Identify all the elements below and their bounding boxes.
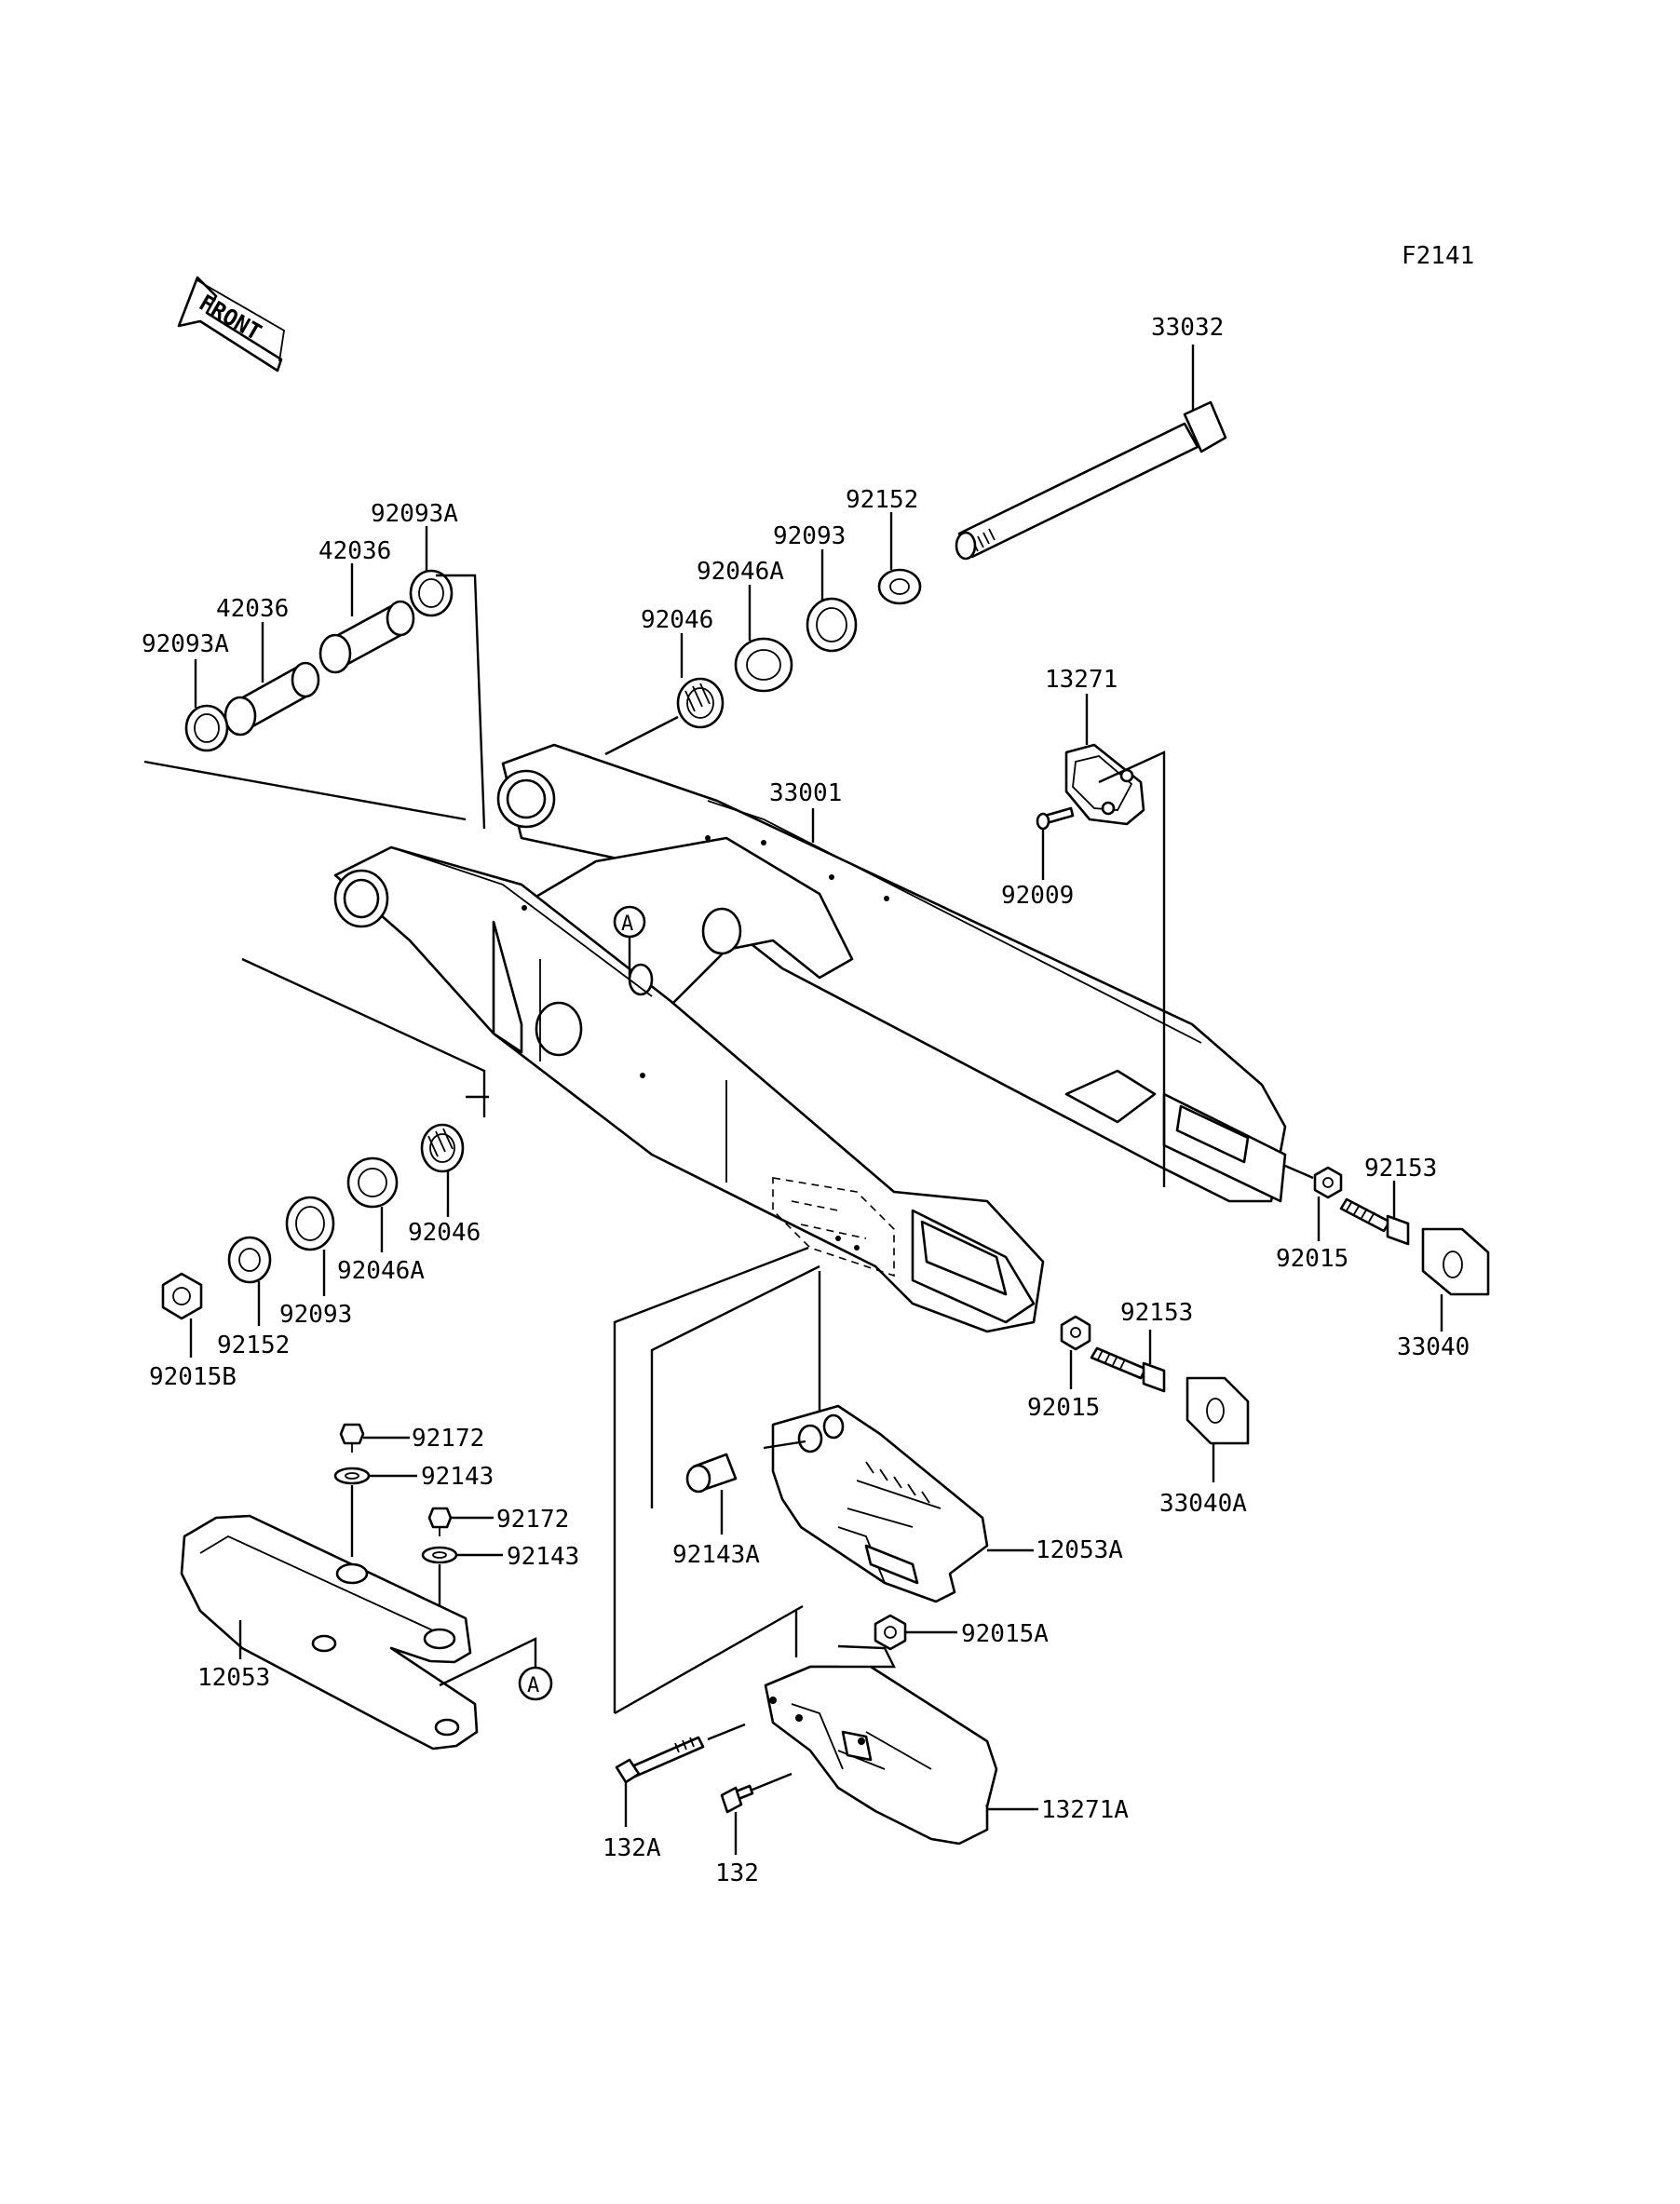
callout-33040: 33040 <box>1397 1333 1470 1361</box>
needle-bearing-92046-top <box>676 677 725 729</box>
adjuster-bolt-92153-mid <box>1090 1346 1166 1393</box>
callout-42036-b: 42036 <box>216 595 289 623</box>
callout-92015A: 92015A <box>961 1620 1049 1648</box>
nut-92015A <box>874 1614 907 1651</box>
nut-92015-right <box>1313 1166 1343 1199</box>
chain-guard-plate-13271A <box>764 1665 998 1846</box>
nut-92015B <box>161 1272 203 1320</box>
seal-92093-bot <box>285 1196 335 1251</box>
callout-92046A-bot: 92046A <box>337 1257 425 1285</box>
chain-guide-12053A <box>771 1404 989 1603</box>
callout-92046A-top: 92046A <box>697 558 784 586</box>
adjuster-block-33040 <box>1421 1227 1490 1296</box>
callout-marker-a-2: A <box>527 1674 539 1697</box>
callout-33001: 33001 <box>769 779 842 807</box>
screw-92172-b <box>427 1507 453 1536</box>
callout-92015-mid: 92015 <box>1027 1394 1100 1422</box>
adjuster-bolt-92153-right <box>1339 1197 1410 1246</box>
callout-92015B: 92015B <box>149 1363 237 1391</box>
callout-92046-top: 92046 <box>641 606 713 634</box>
callout-13271: 13271 <box>1045 666 1118 694</box>
callout-92172-a: 92172 <box>412 1425 484 1453</box>
callout-92152-top: 92152 <box>846 486 918 514</box>
callout-92009: 92009 <box>1001 882 1074 910</box>
seal-92093A-b <box>184 704 229 752</box>
callout-33032: 33032 <box>1151 314 1224 342</box>
front-arrow-icon: FRONT <box>177 276 285 372</box>
callout-92093-top: 92093 <box>773 522 846 550</box>
seal-92093A-top <box>409 569 454 617</box>
bearing-92046A-bot <box>346 1156 399 1209</box>
spacer-92152-top <box>877 568 922 605</box>
callout-132: 132 <box>715 1859 759 1887</box>
bearing-92046A-top <box>734 637 793 693</box>
chain-slider-12053 <box>180 1514 479 1751</box>
callout-marker-a: A <box>621 913 633 936</box>
washer-92143-a <box>333 1467 371 1485</box>
callout-13271A: 13271A <box>1041 1796 1129 1824</box>
pivot-shaft-33032 <box>955 400 1227 561</box>
screw-92009 <box>1036 806 1075 831</box>
screw-92172-a <box>339 1423 365 1453</box>
washer-92143-b <box>421 1546 458 1564</box>
callout-92093-bot: 92093 <box>279 1301 352 1329</box>
collar-42036-top <box>318 600 415 674</box>
callout-92093A-b: 92093A <box>142 630 229 658</box>
bolt-132 <box>720 1784 754 1814</box>
callout-92143A: 92143A <box>672 1541 760 1569</box>
collar-42036-b <box>224 661 320 737</box>
callout-92143-a: 92143 <box>421 1463 494 1491</box>
callout-132A: 132A <box>603 1834 661 1862</box>
nut-92015-mid <box>1060 1315 1091 1351</box>
seal-92093-top <box>806 597 858 653</box>
spacer-92152-bot <box>227 1236 272 1284</box>
callout-33040A: 33040A <box>1159 1490 1247 1518</box>
bolt-132A <box>615 1736 705 1784</box>
needle-bearing-92046-bot <box>420 1123 465 1173</box>
diagram-code: F2141 <box>1402 242 1474 270</box>
callout-92046-bot: 92046 <box>408 1219 481 1247</box>
callout-12053A: 12053A <box>1036 1536 1123 1564</box>
swing-arm-33001: A <box>333 743 1287 1333</box>
callout-92152-bot: 92152 <box>217 1332 290 1359</box>
callout-92153-right: 92153 <box>1364 1155 1437 1183</box>
callout-42036-top: 42036 <box>318 537 391 565</box>
callout-92093A-top: 92093A <box>371 500 458 528</box>
collar-92143A <box>685 1453 738 1494</box>
chain-case-13271 <box>1064 743 1145 826</box>
callout-92153-mid: 92153 <box>1120 1299 1193 1327</box>
adjuster-block-33040A <box>1185 1376 1250 1445</box>
callout-92172-b: 92172 <box>496 1506 569 1534</box>
callout-92015-right: 92015 <box>1276 1245 1348 1273</box>
callout-12053: 12053 <box>197 1664 270 1692</box>
callout-92143-b: 92143 <box>507 1543 579 1571</box>
